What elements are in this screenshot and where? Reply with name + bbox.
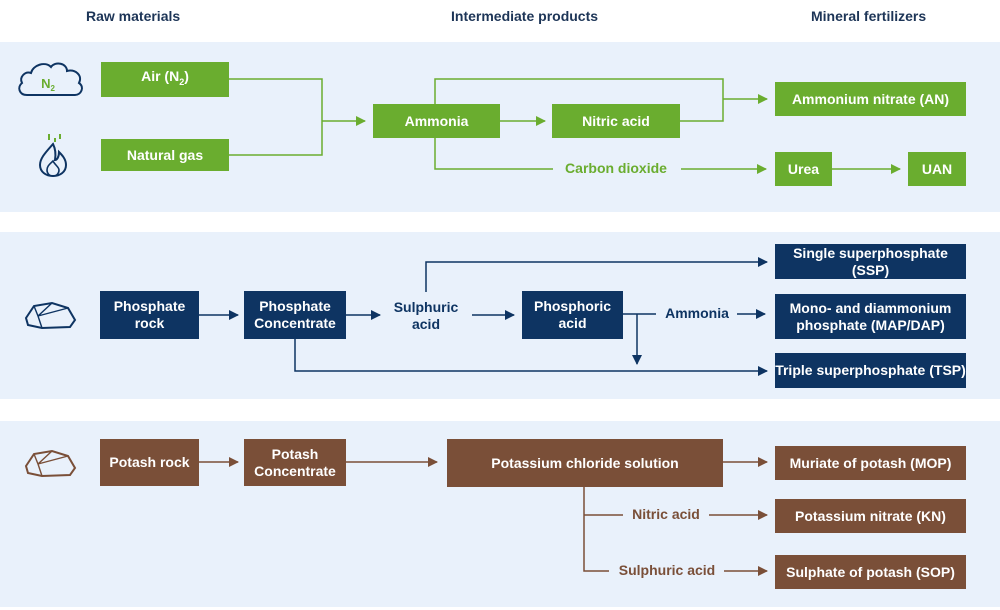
map-dap-box: Mono- and diammonium phosphate (MAP/DAP) xyxy=(775,294,966,339)
phosphate-concentrate-box: Phosphate Concentrate xyxy=(244,291,346,339)
phosphate-rock-box: Phosphate rock xyxy=(100,291,199,339)
ammonia-label-phosphate: Ammonia xyxy=(665,305,729,321)
potassium-chloride-solution-box: Potassium chloride solution xyxy=(447,439,723,487)
potash-rock-box: Potash rock xyxy=(100,439,199,486)
header-raw-materials: Raw materials xyxy=(86,8,181,24)
ammonia-box: Ammonia xyxy=(373,104,500,138)
tsp-box: Triple superphosphate (TSP) xyxy=(775,353,966,388)
uan-box: UAN xyxy=(908,152,966,186)
header-intermediate-products: Intermediate products xyxy=(451,8,599,24)
sulphuric-acid-label-potash: Sulphuric acid xyxy=(618,562,716,578)
ammonium-nitrate-box: Ammonium nitrate (AN) xyxy=(775,82,966,116)
phosphoric-acid-box: Phosphoric acid xyxy=(522,291,623,339)
cloud-n2-icon: N2 xyxy=(18,62,83,96)
phosphate-rock-icon xyxy=(24,301,77,330)
potash-rock-icon xyxy=(24,449,77,478)
air-n2-box: Air (N2) xyxy=(101,62,229,97)
svg-text:N2: N2 xyxy=(41,76,55,93)
header-mineral-fertilizers: Mineral fertilizers xyxy=(811,8,927,24)
ssp-box: Single superphosphate (SSP) xyxy=(775,244,966,279)
potash-concentrate-box: Potash Concentrate xyxy=(244,439,346,486)
nitric-acid-label-potash: Nitric acid xyxy=(632,506,700,522)
urea-box: Urea xyxy=(775,152,832,186)
nitric-acid-box: Nitric acid xyxy=(552,104,680,138)
carbon-dioxide-label: Carbon dioxide xyxy=(565,160,667,176)
mop-box: Muriate of potash (MOP) xyxy=(775,446,966,480)
kn-box: Potassium nitrate (KN) xyxy=(775,499,966,533)
air-n2-label: Air (N2) xyxy=(141,68,189,87)
sulphuric-acid-label: Sulphuric acid xyxy=(393,299,459,332)
natural-gas-box: Natural gas xyxy=(101,139,229,171)
flame-icon xyxy=(38,134,68,178)
sop-box: Sulphate of potash (SOP) xyxy=(775,555,966,589)
